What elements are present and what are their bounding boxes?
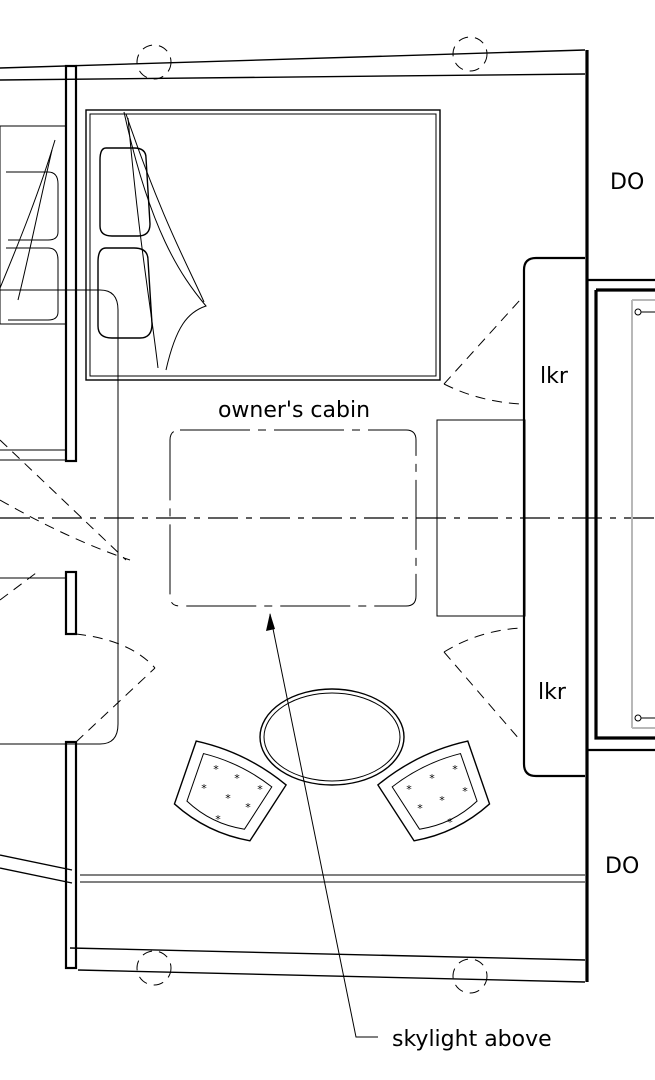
double-bed <box>85 109 441 381</box>
svg-text:*: * <box>257 783 263 796</box>
door-opening-label: DO <box>610 170 644 195</box>
hinge-icon <box>634 308 655 316</box>
svg-text:*: * <box>452 763 458 776</box>
door-swings <box>0 299 523 743</box>
upholstery-stars: *** *** * *** *** * <box>201 763 468 829</box>
svg-text:*: * <box>417 802 423 815</box>
blanket-fold <box>123 111 207 371</box>
locker-label: lkr <box>540 364 569 389</box>
locker-label: lkr <box>538 680 567 705</box>
armchair-left <box>173 740 288 842</box>
lockers <box>522 256 585 778</box>
skylight-label: skylight above <box>392 1027 552 1052</box>
hinge-icon <box>634 714 655 722</box>
oval-table <box>259 688 405 786</box>
svg-text:*: * <box>447 816 453 829</box>
armchair-right <box>376 740 491 842</box>
skylight-outline <box>169 429 417 607</box>
svg-text:*: * <box>234 772 240 785</box>
skylight-leader <box>266 613 378 1038</box>
right-bulkhead <box>585 50 655 982</box>
pillow <box>97 247 153 339</box>
svg-text:*: * <box>462 785 468 798</box>
portholes <box>136 36 488 994</box>
adjacent-berth <box>0 125 119 745</box>
door-opening-label: DO <box>605 854 639 879</box>
svg-text:*: * <box>429 772 435 785</box>
svg-text:*: * <box>245 801 251 814</box>
left-bulkhead <box>0 64 78 970</box>
svg-text:*: * <box>439 794 445 807</box>
glass-partition <box>631 299 655 729</box>
svg-text:*: * <box>213 763 219 776</box>
svg-text:*: * <box>225 792 231 805</box>
svg-text:*: * <box>215 813 221 826</box>
room-label: owner's cabin <box>218 398 370 423</box>
hull-outline <box>0 49 586 983</box>
pillow <box>99 147 151 237</box>
svg-text:*: * <box>201 782 207 795</box>
svg-text:*: * <box>406 783 412 796</box>
